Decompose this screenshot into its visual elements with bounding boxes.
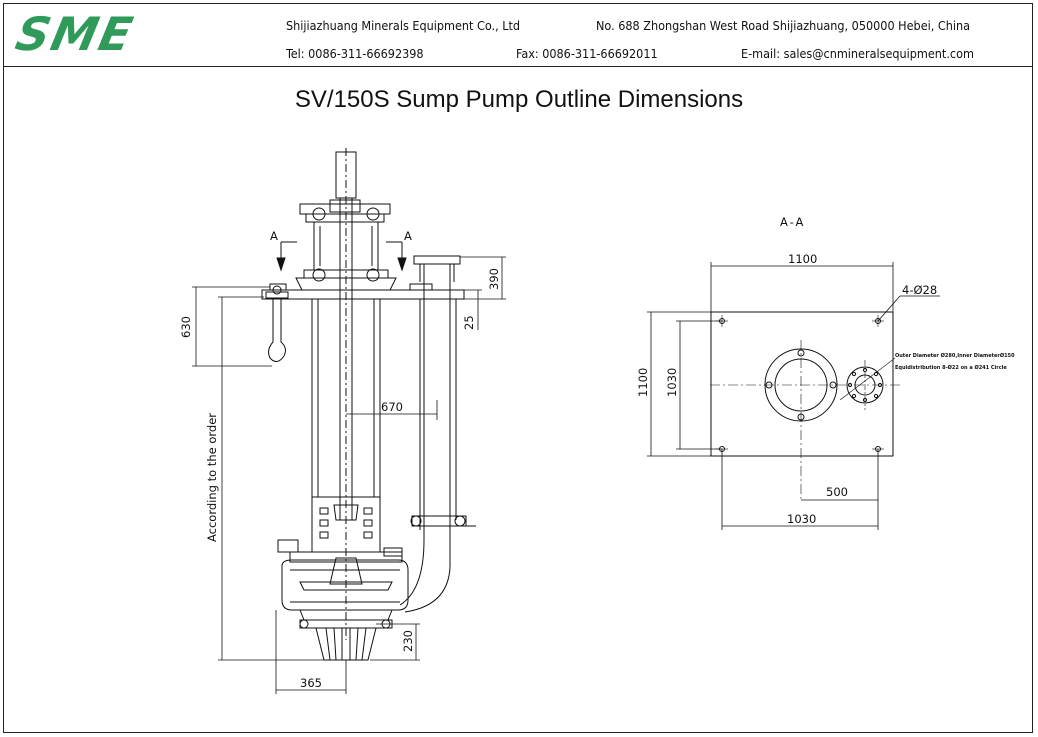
mounting-plate <box>261 283 465 300</box>
column-opening <box>710 340 900 500</box>
dim-bottom-1030-lines <box>721 449 879 530</box>
section-label: A-A <box>780 215 805 229</box>
section-mark-left: A <box>270 229 278 243</box>
volute-casing <box>281 557 409 621</box>
dim-630-lines <box>192 286 272 367</box>
dim-left-1100-lines <box>647 311 711 457</box>
holes-leader <box>877 295 940 322</box>
dim-order-label: According to the order <box>205 413 219 542</box>
section-view: A-A <box>636 215 1015 530</box>
flange-note-line1: Outer Diameter Ø280,Inner DiameterØ150 <box>895 352 1015 359</box>
section-mark-right: A <box>404 229 412 243</box>
dim-230-lines <box>370 623 420 661</box>
discharge-pipe <box>399 255 476 613</box>
company-address: No. 688 Zhongshan West Road Shijiazhuang… <box>596 18 971 33</box>
section-arrow-left <box>276 241 297 272</box>
section-arrow-right <box>386 241 407 272</box>
dim-bottom-1030-label: 1030 <box>787 512 816 526</box>
dim-670-label: 670 <box>381 400 403 414</box>
dim-500-lines <box>801 449 879 504</box>
dim-390-label: 390 <box>487 268 501 290</box>
dim-500-label: 500 <box>826 485 848 499</box>
dim-390-lines <box>460 256 506 300</box>
casing-upper <box>277 496 403 563</box>
dim-25-label: 25 <box>462 315 476 330</box>
dim-left-1030-label: 1030 <box>665 368 679 397</box>
dim-365-lines <box>275 610 347 694</box>
drawing-title: SV/150S Sump Pump Outline Dimensions <box>294 86 744 113</box>
dim-230-label: 230 <box>401 630 415 652</box>
base-plate-outline <box>710 311 894 457</box>
dim-670-lines <box>346 400 438 420</box>
header-divider <box>3 66 1033 67</box>
dim-left-1030-lines <box>676 320 722 450</box>
side-view: A A 630 According to the order 390 <box>179 148 506 694</box>
dim-top-1100-lines <box>710 262 894 312</box>
lifting-eye <box>265 285 289 362</box>
company-name: Shijiazhuang Minerals Equipment Co., Ltd <box>286 18 521 33</box>
corner-holes <box>716 315 884 452</box>
dim-left-1100-label: 1100 <box>636 368 650 397</box>
dim-holes-label: 4-Ø28 <box>902 283 937 297</box>
pump-shaft <box>335 148 357 640</box>
dim-25-lines <box>464 289 482 330</box>
logo-text: SME <box>12 10 139 58</box>
company-tel: Tel: 0086-311-66692398 <box>286 46 424 61</box>
bearing-housing <box>295 199 397 291</box>
dim-top-1100-label: 1100 <box>788 252 817 266</box>
company-email: E-mail: sales@cnmineralsequipment.com <box>741 46 974 61</box>
flange-note-line2: Equidistribution 8-Ø22 on a Ø241 Circle <box>895 364 1007 371</box>
drawing-frame <box>3 3 1033 733</box>
company-fax: Fax: 0086-311-66692011 <box>516 46 658 61</box>
dim-order-lines <box>218 296 326 661</box>
sme-logo: SME <box>12 10 139 58</box>
discharge-opening <box>839 357 896 410</box>
dim-630-label: 630 <box>179 316 193 338</box>
dim-365-label: 365 <box>300 676 322 690</box>
